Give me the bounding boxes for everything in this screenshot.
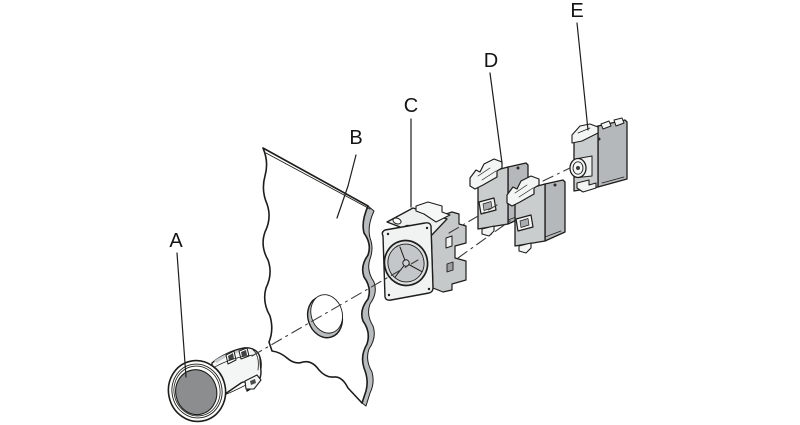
label-b: B <box>349 127 362 149</box>
axis-center-line <box>251 259 419 357</box>
panel-top-edge-line <box>265 152 371 210</box>
label-e: E <box>570 0 583 22</box>
assembly-axes <box>251 167 571 357</box>
lamp-block-clamp <box>571 123 599 144</box>
label-a: A <box>169 230 183 252</box>
axis-contact-block-1 <box>448 204 498 234</box>
axis-contact-block-2 <box>457 217 515 259</box>
leader-line-e <box>576 22 589 131</box>
panel-face <box>262 147 371 404</box>
part-a-pushbutton <box>167 347 262 423</box>
button-rear-latch-slot <box>250 379 256 385</box>
lamp-block-tab-1 <box>600 120 612 130</box>
holder-bracket-slot-2 <box>446 261 454 273</box>
holder-bracket-slot <box>445 235 453 249</box>
button-clip-2-slot <box>241 350 247 357</box>
label-c: C <box>404 95 418 117</box>
button-face <box>175 369 218 416</box>
part-c-holder <box>381 201 467 301</box>
lamp-block-tab-2 <box>613 117 625 127</box>
axis-lamp-block <box>542 167 571 182</box>
leader-line-a <box>176 252 187 378</box>
button-bezel <box>167 359 227 423</box>
holder-top-latch <box>415 201 451 223</box>
leader-line-d <box>489 72 503 164</box>
panel-hole <box>306 294 344 339</box>
leader-lines <box>176 22 589 378</box>
leader-line-b <box>336 154 357 219</box>
label-d: D <box>484 50 498 72</box>
part-e-lamp-block <box>569 117 628 193</box>
lamp-socket-face <box>569 157 587 179</box>
holder-bracket <box>430 211 467 293</box>
lamp-block-foot <box>576 179 597 193</box>
part-b-panel <box>262 147 376 407</box>
